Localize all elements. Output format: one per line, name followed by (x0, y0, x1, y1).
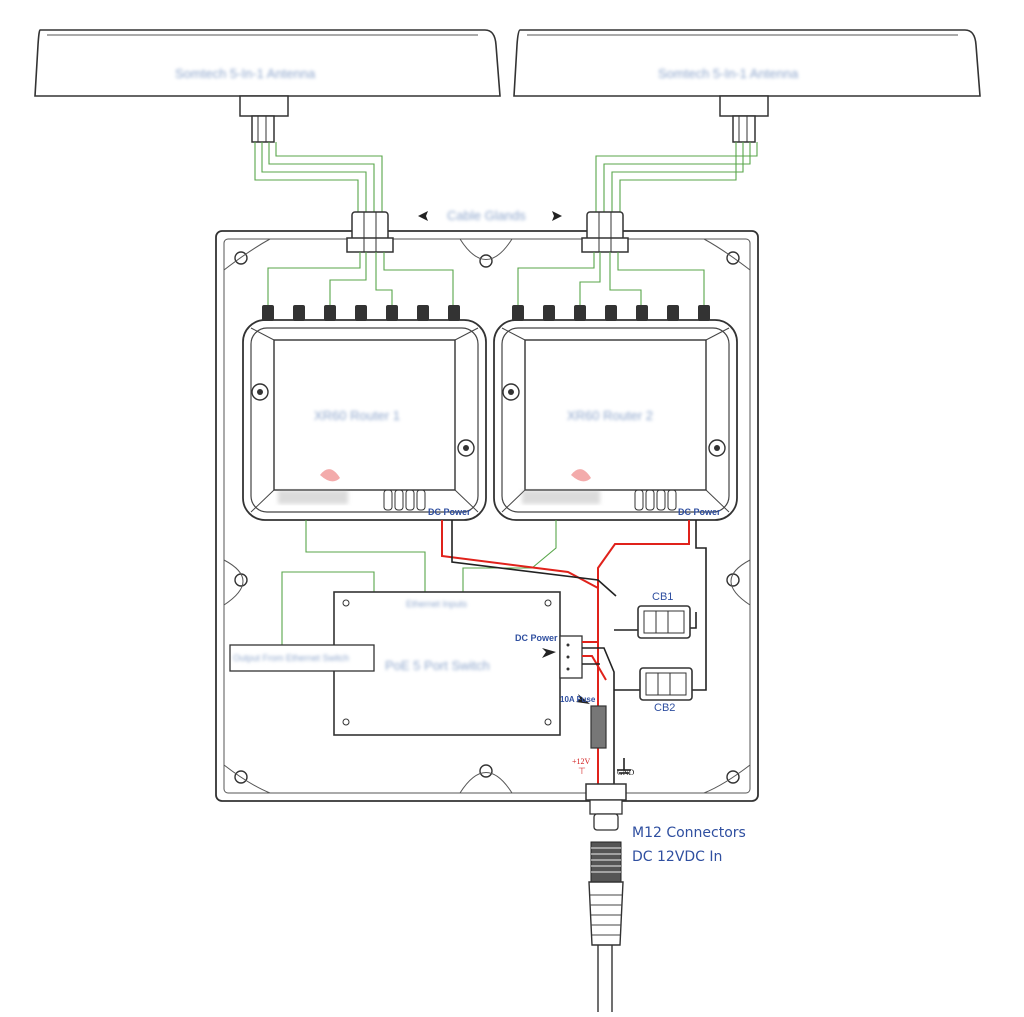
ethernet-switch (229, 591, 583, 736)
router-1-power-label: DC Power (428, 507, 471, 517)
router-2-label: XR60 Router 2 (567, 408, 653, 423)
router-2-antenna-ports (512, 305, 710, 321)
antenna-right-label: Somtech 5-In-1 Antenna (658, 66, 799, 81)
cable-glands-arrows (418, 211, 562, 221)
cb1-label: CB1 (652, 591, 674, 603)
fuse-label: 10A Fuse (560, 695, 596, 704)
router-2 (493, 319, 738, 521)
antenna-left-label: Somtech 5-In-1 Antenna (175, 66, 316, 81)
fuse (590, 705, 607, 749)
router-antenna-wiring (267, 252, 705, 305)
antenna-left (34, 29, 501, 143)
router-1-antenna-ports (262, 305, 460, 321)
antenna-cables-right (595, 142, 758, 212)
switch-power-label: DC Power (515, 633, 558, 643)
router-2-power-label: DC Power (678, 507, 721, 517)
ethernet-inputs-label: Ethernet Inputs (406, 599, 468, 609)
plus-12v-symbol: ⊤ (578, 766, 586, 776)
cable-gland-left (346, 211, 394, 253)
gnd-label: GND (617, 768, 635, 777)
switch-name-label: PoE 5 Port Switch (385, 658, 490, 673)
cb2-label: CB2 (654, 702, 676, 714)
switch-output-label: Output From Ethernet Switch (233, 653, 350, 663)
router-1 (242, 319, 487, 521)
pointer-arrows (542, 648, 590, 704)
dc-in-label: DC 12VDC In (632, 849, 723, 865)
cable-glands-label: Cable Glands (447, 208, 526, 223)
circuit-breaker-cb2 (639, 667, 693, 701)
plus-12v-label: +12V (572, 757, 591, 766)
cable-gland-right (581, 211, 629, 253)
router-1-label: XR60 Router 1 (314, 408, 400, 423)
circuit-breaker-cb1 (637, 605, 691, 639)
m12-connectors-label: M12 Connectors (632, 825, 746, 841)
m12-connector (585, 783, 627, 1012)
antenna-cables-left (254, 142, 383, 212)
antenna-right (513, 29, 981, 143)
power-wiring-ground (451, 520, 707, 803)
